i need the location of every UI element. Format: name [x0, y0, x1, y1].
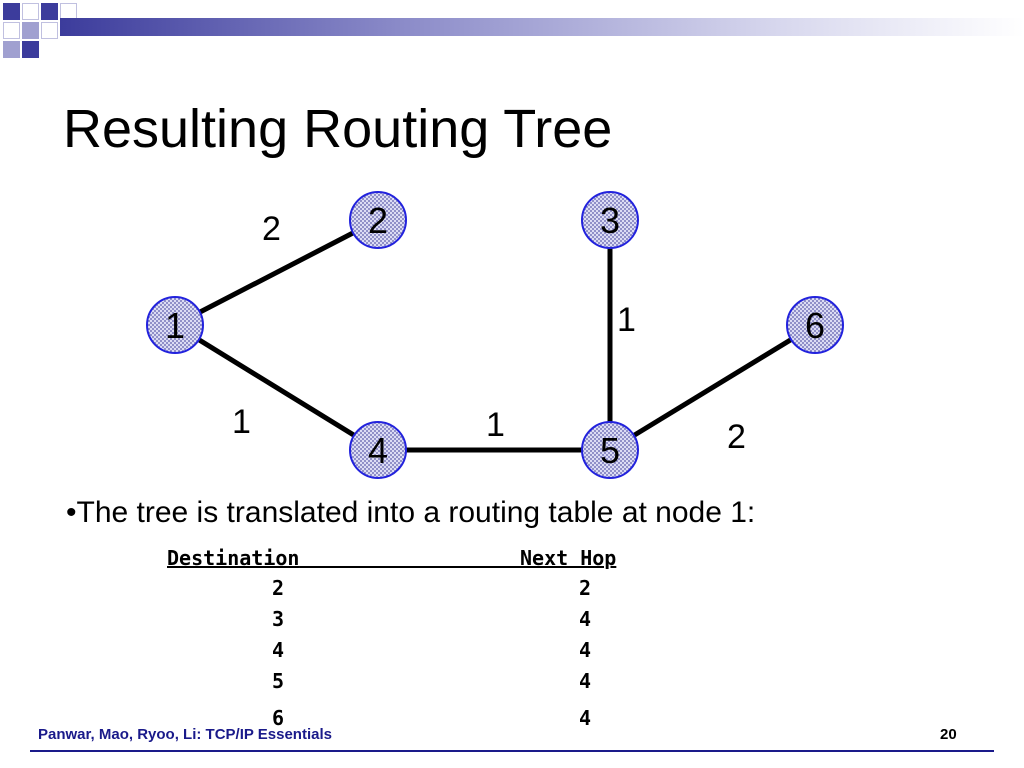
cell-next-hop: 4 — [579, 669, 592, 693]
routing-tree-diagram: 1 2 3 4 5 6 — [146, 191, 844, 479]
footer-rule — [30, 750, 994, 752]
cell-destination: 5 — [272, 669, 285, 693]
cell-next-hop: 2 — [579, 576, 592, 600]
cell-destination: 6 — [272, 706, 285, 730]
edge-1-4 — [173, 322, 380, 453]
cell-destination: 2 — [272, 576, 285, 600]
edges-layer — [173, 217, 817, 453]
node-circle — [786, 296, 844, 354]
node-1: 1 — [146, 296, 204, 354]
header-next-hop: Next Hop — [520, 546, 617, 570]
cell-next-hop: 4 — [579, 638, 592, 662]
node-6: 6 — [786, 296, 844, 354]
cell-next-hop: 4 — [579, 607, 592, 631]
edge-cost-4-5: 1 — [486, 406, 505, 444]
header-destination: Destination — [167, 546, 300, 570]
node-2: 2 — [349, 191, 407, 249]
edge-1-2 — [173, 217, 380, 328]
node-circle — [581, 421, 639, 479]
node-circle — [349, 191, 407, 249]
node-circle — [581, 191, 639, 249]
cell-next-hop: 4 — [579, 706, 592, 730]
edge-cost-1-2: 2 — [262, 210, 281, 248]
corner-decoration — [0, 0, 90, 60]
node-label: 2 — [368, 200, 388, 241]
footer-text: Panwar, Mao, Ryoo, Li: TCP/IP Essentials — [38, 726, 332, 743]
node-5: 5 — [581, 421, 639, 479]
slide-title: Resulting Routing Tree — [63, 99, 613, 159]
node-label: 3 — [600, 200, 620, 241]
node-label: 5 — [600, 430, 620, 471]
header-bar — [60, 18, 1024, 36]
node-circle — [349, 421, 407, 479]
node-label: 1 — [165, 305, 185, 346]
cell-destination: 4 — [272, 638, 285, 662]
page-number: 20 — [940, 726, 957, 743]
bullet-text: •The tree is translated into a routing t… — [66, 496, 756, 529]
edge-cost-1-4: 1 — [232, 403, 251, 441]
edge-cost-5-6: 2 — [727, 418, 746, 456]
node-4: 4 — [349, 421, 407, 479]
node-circle — [146, 296, 204, 354]
node-label: 6 — [805, 305, 825, 346]
node-3: 3 — [581, 191, 639, 249]
edge-cost-3-5: 1 — [617, 301, 636, 339]
edge-5-6 — [608, 322, 817, 453]
node-label: 4 — [368, 430, 388, 471]
nodes-layer: 1 2 3 4 5 6 — [146, 191, 844, 479]
cell-destination: 3 — [272, 607, 285, 631]
